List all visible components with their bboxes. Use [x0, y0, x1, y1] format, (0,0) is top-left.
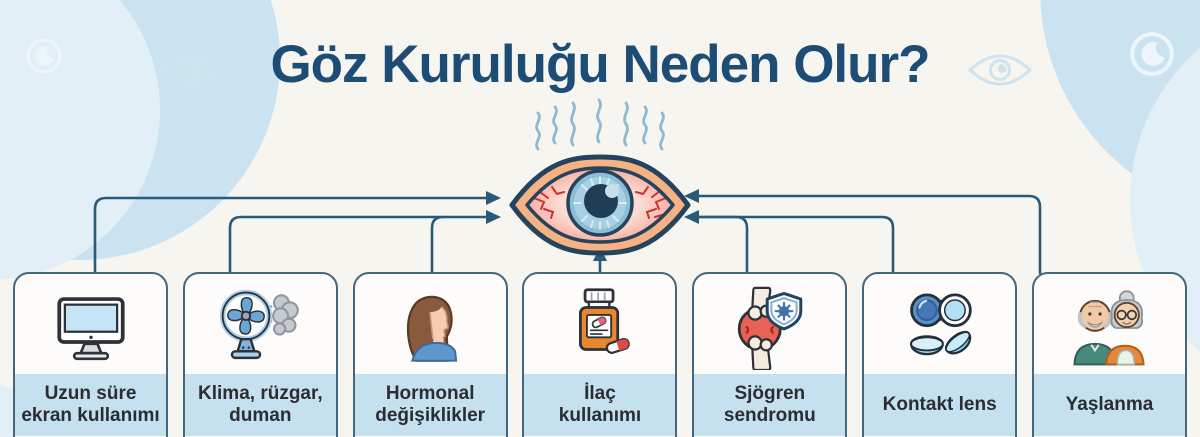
cause-card-medication-use: İlaç kullanımı [522, 272, 678, 437]
cause-card-climate-wind-smoke: Klima, rüzgar, duman [182, 272, 338, 437]
card-label: Hormonal değişiklikler [375, 383, 486, 426]
card-label: Yaşlanma [1065, 394, 1154, 416]
page-title: Göz Kuruluğu Neden Olur? [270, 35, 930, 94]
card-label: İlaç kullanımı [558, 383, 642, 426]
medicine-bottle-icon [578, 288, 630, 354]
cause-cards-row: Uzun süre ekran kullanımı [13, 272, 1187, 437]
eyeball-circle-icon [1130, 32, 1174, 76]
cause-card-sjogren-syndrome: Sjögren sendromu [692, 272, 848, 437]
decor-eye-icon [968, 54, 1032, 86]
cause-card-screen-use: Uzun süre ekran kullanımı [13, 272, 168, 437]
heat-wave-lines [535, 98, 665, 151]
card-label: Sjögren sendromu [723, 383, 816, 426]
elderly-couple-icon [1073, 290, 1146, 366]
computer-monitor-icon [56, 297, 125, 361]
card-label: Kontakt lens [882, 394, 997, 416]
cause-card-contact-lens: Kontakt lens [862, 272, 1018, 437]
cause-card-aging: Yaşlanma [1031, 272, 1187, 437]
decor-eye-icon [158, 54, 222, 86]
dry-eye-illustration [509, 98, 691, 256]
card-label: Klima, rüzgar, duman [198, 383, 323, 426]
contact-lenses-icon [909, 293, 972, 356]
fan-smoke-icon [220, 289, 300, 360]
eyeball-circle-icon [26, 38, 62, 74]
cause-card-hormonal-changes: Hormonal değişiklikler [352, 272, 508, 437]
card-label: Uzun süre ekran kullanımı [21, 383, 160, 426]
joint-shield-icon [737, 286, 803, 370]
woman-profile-icon [407, 295, 458, 362]
